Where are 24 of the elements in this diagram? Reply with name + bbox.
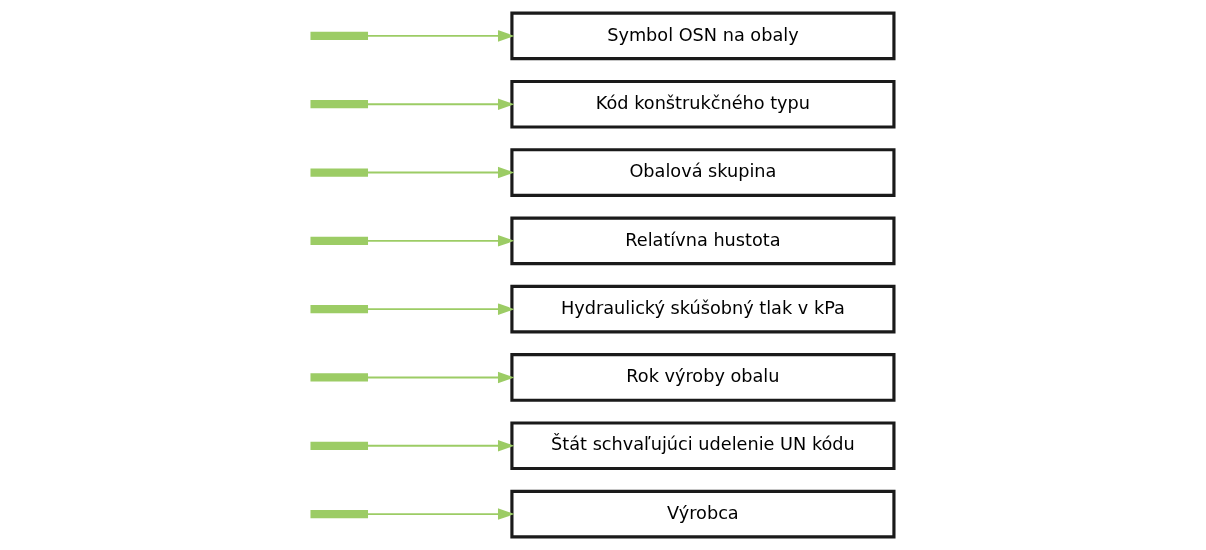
node-bar [310, 509, 369, 519]
arrow [365, 235, 515, 247]
node-box: Rok výroby obalu [510, 353, 896, 402]
node-box: Hydraulický skúšobný tlak v kPa [510, 284, 896, 334]
node-bar [310, 100, 369, 109]
node-bar [310, 236, 369, 245]
arrow [365, 98, 515, 110]
node-bar [310, 168, 369, 177]
arrow [365, 508, 515, 520]
arrow [365, 166, 515, 179]
arrow [365, 371, 515, 384]
arrow [365, 30, 515, 42]
node-box: Symbol OSN na obaly [510, 11, 896, 61]
node-box: Výrobca [510, 489, 896, 539]
node-box: Kód konštrukčného typu [510, 79, 896, 129]
node-bar [310, 373, 369, 382]
node-box: Relatívna hustota [510, 216, 896, 266]
node-bar [310, 305, 369, 314]
arrow [365, 303, 515, 315]
node-bar [310, 441, 369, 450]
arrow [365, 440, 515, 452]
node-box: Obalová skupina [510, 148, 896, 197]
node-box: Štát schvaľujúci udelenie UN kódu [510, 421, 896, 471]
node-bar [310, 31, 369, 41]
